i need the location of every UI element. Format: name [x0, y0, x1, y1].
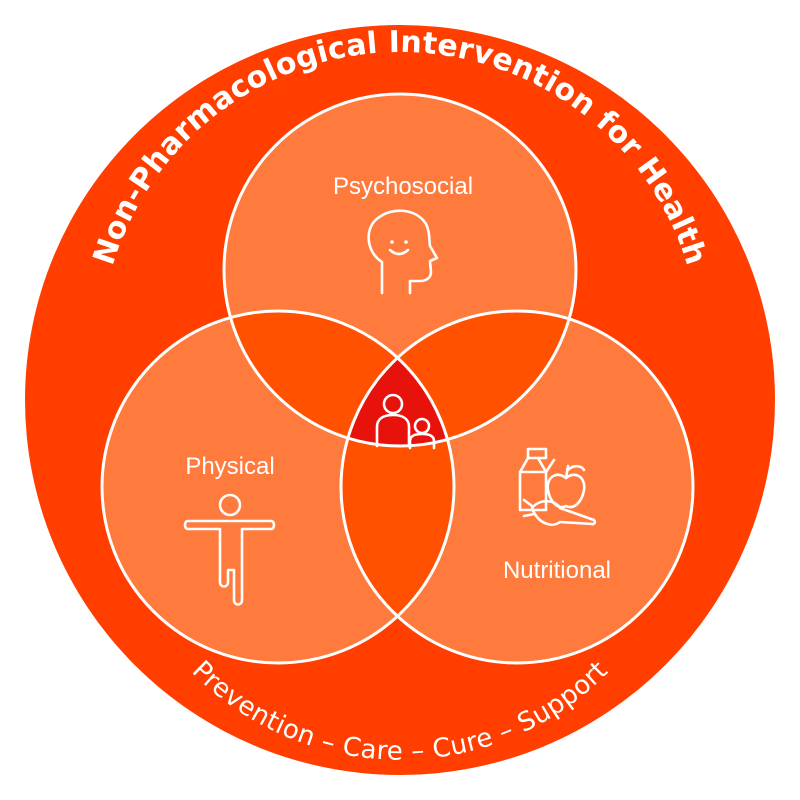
- food-milk-apple-carrot-icon: [518, 447, 597, 526]
- circle-outlines: [100, 92, 695, 665]
- label-psychosocial: Psychosocial: [333, 173, 473, 200]
- label-physical: Physical: [185, 453, 274, 480]
- head-smile-icon: [367, 209, 439, 295]
- family-icon: [375, 393, 436, 450]
- label-nutritional: Nutritional: [503, 557, 611, 584]
- person-stretch-icon: [183, 493, 276, 606]
